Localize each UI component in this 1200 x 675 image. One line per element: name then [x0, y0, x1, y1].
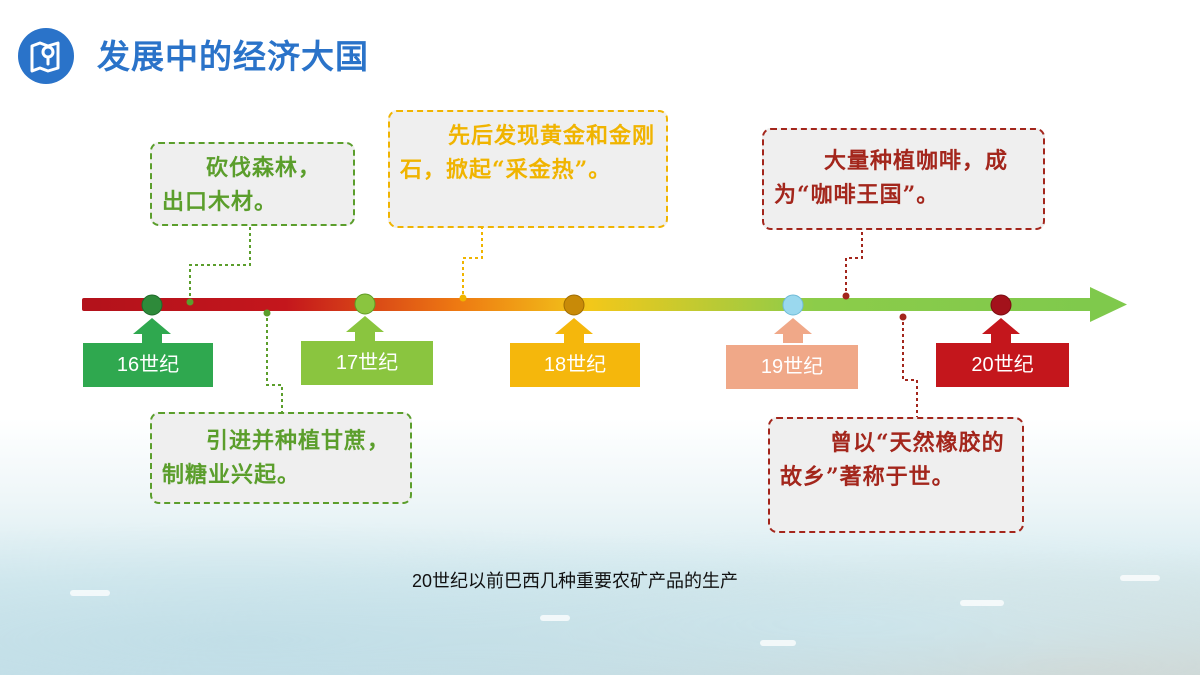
connector-line	[266, 312, 283, 412]
event-callout-timber: 砍伐森林，出口木材。	[150, 142, 355, 226]
connector-dot	[842, 292, 850, 300]
map-pin-icon	[18, 28, 74, 84]
background-boat	[1120, 575, 1160, 581]
connector-line	[902, 316, 918, 417]
connector-dot	[459, 294, 467, 302]
connector-line	[189, 226, 251, 302]
era-label-16: 16世纪	[83, 343, 213, 387]
era-marker-20	[982, 294, 1020, 343]
page-title: 发展中的经济大国	[97, 37, 369, 76]
background-boat	[70, 590, 110, 596]
era-marker-19	[774, 294, 812, 343]
connector-dot	[263, 309, 271, 317]
timeline-arrowhead	[1090, 287, 1127, 322]
connector-dot	[899, 313, 907, 321]
connector-dot	[186, 298, 194, 306]
event-callout-rubber: 曾以“天然橡胶的故乡”著称于世。	[768, 417, 1024, 533]
era-marker-16	[133, 294, 171, 343]
era-label-19: 19世纪	[726, 345, 858, 389]
background-boat	[540, 615, 570, 621]
background-boat	[760, 640, 796, 646]
era-label-20: 20世纪	[936, 343, 1069, 387]
era-marker-18	[555, 294, 593, 343]
background-boat	[960, 600, 1004, 606]
event-callout-gold: 先后发现黄金和金刚石，掀起“采金热”。	[388, 110, 668, 228]
era-label-18: 18世纪	[510, 343, 640, 387]
event-callout-sugarcane: 引进并种植甘蔗，制糖业兴起。	[150, 412, 412, 504]
era-marker-17	[346, 293, 384, 341]
event-callout-coffee: 大量种植咖啡，成为“咖啡王国”。	[762, 128, 1045, 230]
figure-caption: 20世纪以前巴西几种重要农矿产品的生产	[411, 571, 739, 591]
connector-line	[462, 226, 483, 300]
connector-line	[845, 230, 863, 297]
era-label-17: 17世纪	[301, 341, 433, 385]
timeline-bar	[82, 298, 1102, 311]
